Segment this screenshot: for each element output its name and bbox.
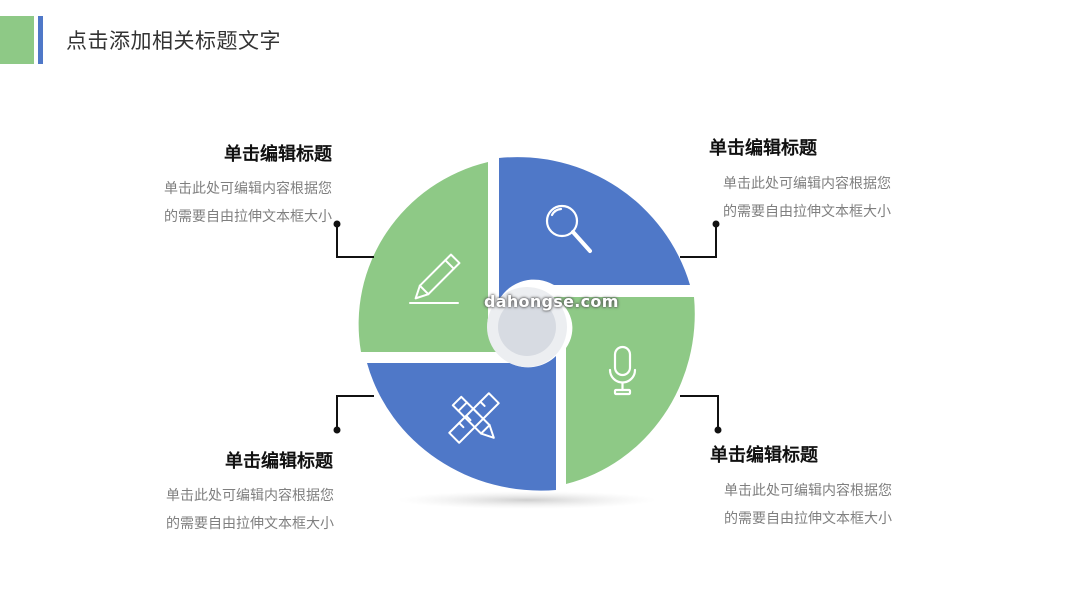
item-desc-top-left[interactable]: 单击此处可编辑内容根据您 的需要自由拉伸文本框大小 (140, 175, 332, 231)
ruler-pencil-icon (448, 392, 500, 444)
item-title-bottom-left[interactable]: 单击编辑标题 (225, 451, 333, 472)
header-accent-green (0, 16, 34, 64)
item-title-top-left[interactable]: 单击编辑标题 (224, 144, 332, 165)
item-desc-line: 单击此处可编辑内容根据您 (723, 176, 891, 192)
item-desc-line: 单击此处可编辑内容根据您 (166, 488, 334, 504)
item-title-bottom-right[interactable]: 单击编辑标题 (710, 445, 818, 466)
segment-top-right (499, 157, 690, 300)
diagram-shadow (397, 491, 657, 509)
segment-top-left (358, 162, 500, 352)
item-desc-line: 单击此处可编辑内容根据您 (164, 181, 332, 197)
microphone-icon (608, 345, 637, 396)
item-desc-bottom-left[interactable]: 单击此处可编辑内容根据您 的需要自由拉伸文本框大小 (140, 482, 334, 538)
item-desc-line: 的需要自由拉伸文本框大小 (164, 209, 332, 225)
item-desc-line: 的需要自由拉伸文本框大小 (166, 516, 334, 532)
pencil-icon (409, 253, 461, 304)
page-title: 点击添加相关标题文字 (66, 29, 281, 53)
item-desc-line: 的需要自由拉伸文本框大小 (723, 204, 891, 220)
connector-bottom-left (333, 395, 374, 434)
header-accent-blue (38, 16, 43, 64)
item-desc-line: 单击此处可编辑内容根据您 (724, 483, 892, 499)
item-desc-line: 的需要自由拉伸文本框大小 (724, 511, 892, 527)
connector-top-left (333, 220, 374, 258)
segment-bottom-left (367, 356, 556, 491)
watermark: dahongse.com (484, 292, 619, 311)
item-desc-top-right[interactable]: 单击此处可编辑内容根据您 的需要自由拉伸文本框大小 (723, 170, 891, 226)
connector-top-right (680, 220, 720, 258)
search-icon (545, 204, 592, 253)
center-circle (498, 298, 556, 356)
connector-bottom-right (680, 395, 722, 434)
item-title-top-right[interactable]: 单击编辑标题 (709, 138, 817, 159)
item-desc-bottom-right[interactable]: 单击此处可编辑内容根据您 的需要自由拉伸文本框大小 (724, 477, 892, 533)
